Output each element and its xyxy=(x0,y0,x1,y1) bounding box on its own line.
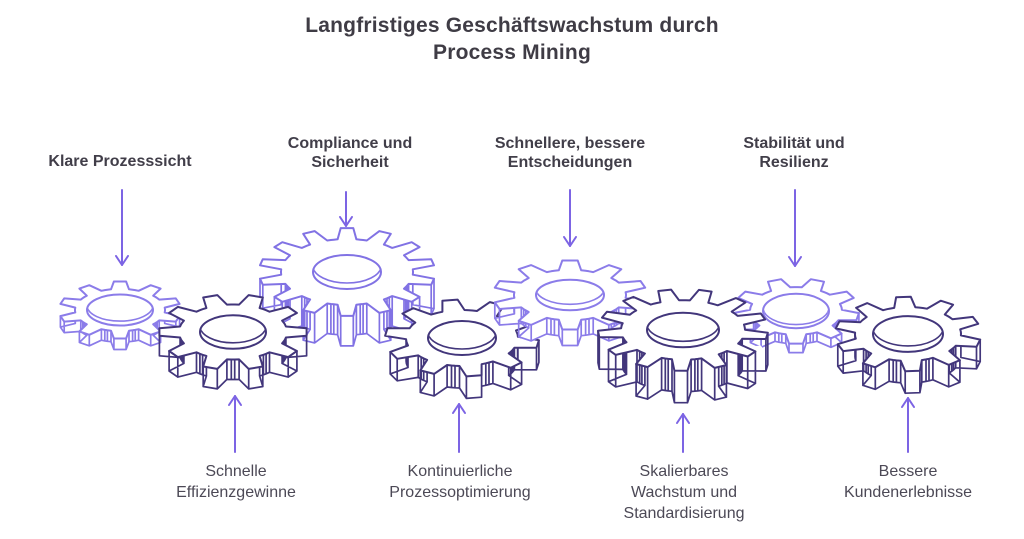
label-top-compliance-sicherheit: Compliance und Sicherheit xyxy=(287,135,413,171)
label-bottom-schnelle-effizienzgewinne: Schnelle Effizienzgewinne xyxy=(176,463,296,501)
gear-hole xyxy=(312,254,382,290)
page-title-line-1: Langfristiges Geschäftswachstum durch xyxy=(305,14,719,37)
gear-compliance-sicherheit xyxy=(259,227,435,347)
gear-hole-depth-arc xyxy=(648,313,718,343)
gear-teeth-walls xyxy=(597,329,769,404)
gear-hole-depth-arc xyxy=(874,317,942,347)
gear-hole-depth-arc xyxy=(764,294,828,326)
up-arrow-schnelle-effizienzgewinne xyxy=(228,395,242,453)
gear-hole xyxy=(762,292,830,330)
down-arrow-schnellere-entscheidungen xyxy=(563,189,577,247)
gear-hole-depth-arc xyxy=(88,295,152,322)
gear-hole xyxy=(646,311,720,349)
gear-hole xyxy=(535,278,605,312)
gear-hole xyxy=(199,314,267,350)
label-bottom-kontinuierliche-prozessoptimierung: Kontinuierliche Prozessoptimierung xyxy=(389,463,531,501)
label-bottom-skalierbares-wachstum: Skalierbares Wachstum und Standardisieru… xyxy=(623,463,745,522)
label-bottom-bessere-kundenerlebnisse: Bessere Kundenerlebnisse xyxy=(843,463,973,501)
label-top-stabilitaet-resilienz: Stabilität und Resilienz xyxy=(743,135,845,171)
gear-hole-depth-arc xyxy=(537,280,603,306)
label-top-klare-prozesssicht: Klare Prozesssicht xyxy=(48,153,192,170)
gear-hole xyxy=(86,293,154,327)
gear-hole-depth-arc xyxy=(314,256,380,284)
gear-bessere-kundenerlebnisse xyxy=(834,295,982,395)
up-arrow-skalierbares-wachstum xyxy=(676,413,690,453)
gear-hole xyxy=(427,320,497,356)
down-arrow-stabilitaet-resilienz xyxy=(788,189,802,267)
gear-hole-depth-arc xyxy=(429,322,495,350)
gear-skalierbares-wachstum xyxy=(597,288,769,404)
label-top-schnellere-entscheidungen: Schnellere, bessere Entscheidungen xyxy=(494,135,646,171)
up-arrow-bessere-kundenerlebnisse xyxy=(901,397,915,453)
down-arrow-klare-prozesssicht xyxy=(115,189,129,266)
gear-hole-depth-arc xyxy=(201,316,265,344)
gear-klare-prozesssicht xyxy=(59,280,181,351)
page-title-line-2: Process Mining xyxy=(432,41,591,64)
page-title: Langfristiges Geschäftswachstum durch Pr… xyxy=(0,12,1024,66)
up-arrow-kontinuierliche-prozessoptimierung xyxy=(452,403,466,453)
gear-schnelle-effizienzgewinne xyxy=(158,294,308,390)
down-arrow-compliance-sicherheit xyxy=(339,191,353,227)
